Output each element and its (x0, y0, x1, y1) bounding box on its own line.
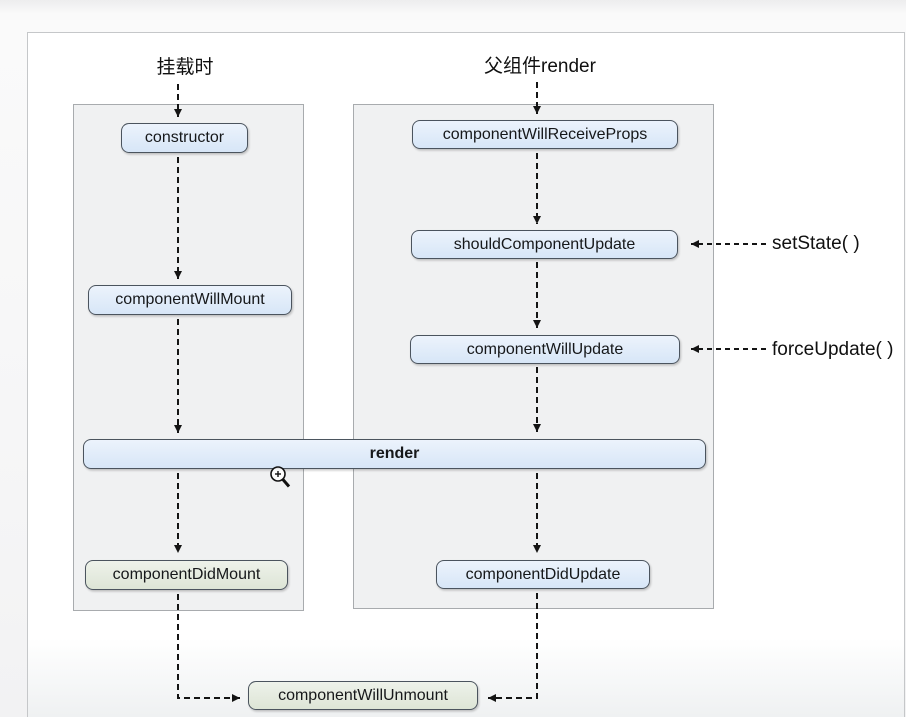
node-component-did-update: componentDidUpdate (436, 560, 650, 589)
node-should-component-update: shouldComponentUpdate (411, 230, 678, 259)
mount-label: 挂载时 (156, 57, 214, 78)
node-component-will-unmount: componentWillUnmount (248, 681, 478, 710)
node-constructor: constructor (121, 123, 248, 153)
parent-render-label: 父组件render (484, 56, 596, 77)
setstate-label: setState( ) (772, 233, 860, 254)
node-component-did-mount: componentDidMount (85, 560, 288, 590)
zoom-in-cursor-icon (270, 466, 291, 488)
node-component-will-update: componentWillUpdate (410, 335, 680, 364)
mount-phase-panel (73, 104, 304, 611)
arrow-didmount-to-willunmount (177, 594, 240, 702)
arrow-didupdate-to-willunmount (488, 593, 538, 702)
node-render: render (83, 439, 706, 469)
node-component-will-receive-props: componentWillReceiveProps (412, 120, 678, 149)
forceupdate-label: forceUpdate( ) (772, 339, 894, 360)
node-component-will-mount: componentWillMount (88, 285, 292, 315)
